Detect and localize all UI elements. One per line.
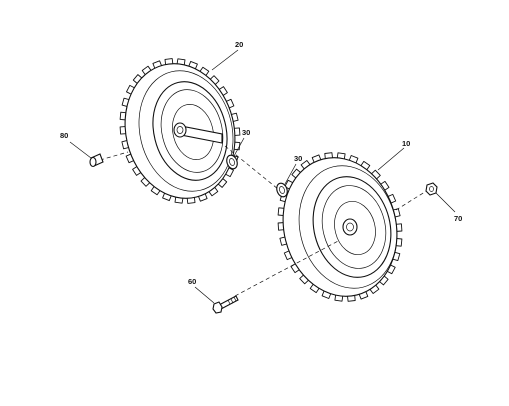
leader-10 [377, 147, 405, 171]
nut-70-bore [429, 186, 434, 192]
washer-30-lower-outer [276, 182, 288, 198]
wheel-10[interactable] [269, 146, 412, 309]
assembly-line-axle-to-wheel-10 [224, 145, 279, 190]
callout-80: 80 [60, 131, 68, 140]
callout-10: 10 [402, 139, 410, 148]
callout-20: 20 [235, 40, 243, 49]
assembly-line-hub-to-nut [395, 189, 429, 211]
bolt-60-head [212, 301, 223, 314]
assembly-line-bolt-to-hub [234, 239, 341, 297]
washer-30-lower-inner [279, 186, 285, 194]
nut-70-hex [425, 182, 438, 196]
cap-80[interactable] [89, 153, 104, 168]
assembly-line-cap-to-wheel-20 [99, 151, 129, 161]
leader-70 [435, 192, 456, 213]
wheel-20-hub [173, 122, 187, 138]
wheel-10-rim-dish [334, 201, 376, 255]
wheel-10-hub-bore [346, 222, 354, 232]
wheel-10-hub [342, 218, 358, 236]
leader-60 [194, 286, 215, 304]
callout-30-upper: 30 [242, 128, 250, 137]
bolt-60-thread [227, 296, 237, 305]
washer-30-upper-outer [226, 154, 238, 170]
washer-30-upper[interactable] [225, 154, 239, 171]
wheel-20-rim-inner [160, 89, 224, 173]
washer-30-lower[interactable] [275, 182, 289, 199]
nut-70[interactable] [425, 182, 438, 196]
cap-80-face [89, 156, 97, 168]
washer-30-upper-inner [229, 158, 235, 166]
leader-20 [211, 49, 239, 71]
wheel-10-tread-edge [298, 165, 398, 289]
wheel-20-tread-edge [138, 70, 234, 192]
callout-60: 60 [188, 277, 196, 286]
callout-70: 70 [454, 214, 462, 223]
wheel-10-rim-inner [321, 185, 387, 269]
callout-30-lower: 30 [294, 154, 302, 163]
wheel-20-hub-bore [176, 126, 184, 134]
leader-30-lower [284, 163, 297, 185]
bolt-60[interactable] [212, 295, 239, 314]
leader-80 [69, 141, 92, 159]
wheel-20-rim-dish [172, 104, 214, 160]
wheel-20[interactable] [111, 52, 249, 210]
leader-30-upper [233, 137, 245, 157]
